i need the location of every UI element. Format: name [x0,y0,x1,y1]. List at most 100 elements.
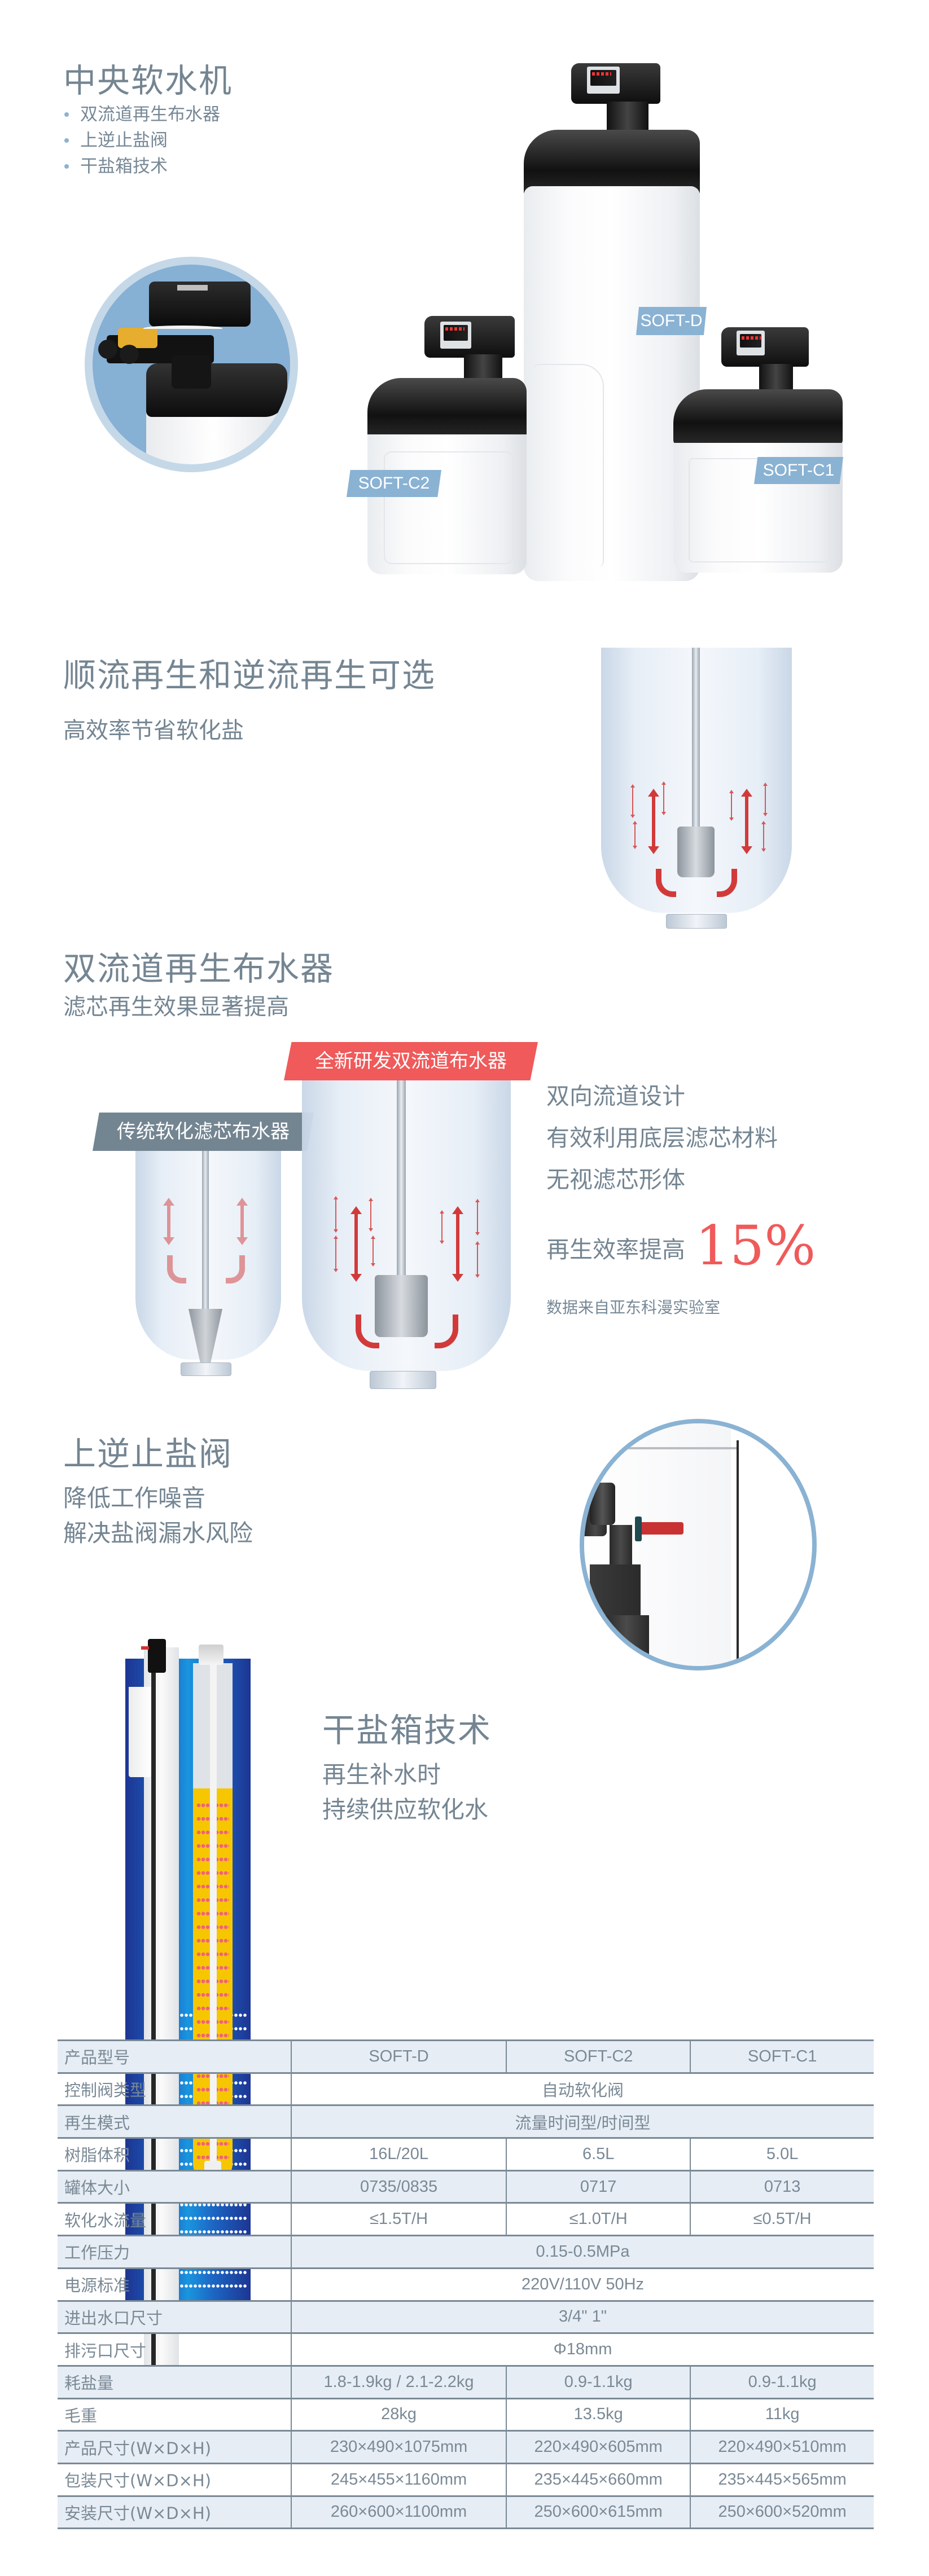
cell: 28kg [290,2397,507,2431]
row-label: 软化水流量 [58,2202,291,2236]
cell: 250×600×520mm [690,2495,874,2530]
feature-list: 双向流道设计 有效利用底层滤芯材料 无视滤芯形体 [546,1078,778,1198]
cell: ≤1.0T/H [506,2202,691,2236]
cell: 245×455×1160mm [290,2462,507,2496]
model-label-soft-c2: SOFT-C2 [347,470,441,497]
section-title: 顺流再生和逆流再生可选 [63,656,436,694]
cell: 0.15-0.5MPa [291,2235,874,2269]
flow-arrow-icon [350,1206,362,1282]
flow-arrow-icon [648,789,659,854]
check-valve-red-icon [638,1522,683,1535]
lcd-screen-icon [737,331,765,355]
bullet-dot-icon [64,138,69,143]
table-row: 包装尺寸(W×D×H) 245×455×1160mm 235×445×660mm… [58,2462,874,2496]
salt-valve-closeup [580,1419,817,1671]
cell: 0735/0835 [290,2169,507,2203]
valve-closeup-inset [85,257,298,472]
row-label: 包装尺寸(W×D×H) [58,2462,291,2496]
section-title: 双流道再生布水器 [63,949,335,988]
benefit-item: 再生补水时 [322,1761,441,1788]
curved-arrow-icon [435,1315,458,1348]
inlet-port-icon [98,340,117,359]
table-row: 罐体大小 0735/0835 0717 0713 [58,2169,874,2203]
feature-item: 有效利用底层滤芯材料 [546,1124,778,1151]
row-label: 排污口尺寸 [58,2332,291,2366]
cell: ≤0.5T/H [690,2202,874,2236]
bullet-item: 干盐箱技术 [63,153,220,179]
section-subtitle: 高效率节省软化盐 [63,718,244,744]
cell: SOFT-D [290,2039,507,2073]
cell: 自动软化阀 [291,2072,874,2105]
cell: 230×490×1075mm [290,2430,507,2464]
table-row: 进出水口尺寸 3/4" 1" [58,2300,874,2333]
cell: 0717 [506,2169,691,2203]
curved-arrow-icon [656,869,676,897]
control-valve-icon [721,327,809,367]
bullet-dot-icon [64,112,69,117]
cell: 5.0L [690,2137,874,2171]
cell: 235×445×660mm [506,2462,691,2496]
curved-arrow-icon [717,869,737,897]
table-row: 软化水流量 ≤1.5T/H ≤1.0T/H ≤0.5T/H [58,2202,874,2236]
cell: 13.5kg [506,2397,691,2431]
check-valve-icon [148,1639,166,1673]
source-note: 数据来自亚东科漫实验室 [546,1298,721,1317]
table-row: 控制阀类型 自动软化阀 [58,2072,874,2105]
row-label: 工作压力 [58,2235,291,2269]
efficiency-value: 15% [695,1214,816,1277]
bullet-dot-icon [64,164,69,169]
table-row: 毛重 28kg 13.5kg 11kg [58,2397,874,2431]
page-title: 中央软水机 [63,61,233,100]
table-row: 产品型号 SOFT-D SOFT-C2 SOFT-C1 [58,2039,874,2073]
curved-arrow-icon [356,1315,379,1348]
cell: 3/4" 1" [291,2300,874,2333]
row-label: 控制阀类型 [58,2072,291,2105]
tank-cap-closeup [146,363,287,417]
bullet-item: 双流道再生布水器 [63,102,220,128]
cell: 0.9-1.1kg [690,2364,874,2399]
table-row: 耗盐量 1.8-1.9kg / 2.1-2.2kg 0.9-1.1kg 0.9-… [58,2364,874,2399]
row-label: 罐体大小 [58,2169,291,2203]
efficiency-stat: 再生效率提高 15% [546,1219,816,1273]
efficiency-label: 再生效率提高 [546,1236,685,1263]
row-label: 产品型号 [58,2039,291,2073]
benefit-item: 降低工作噪音 [63,1484,206,1512]
table-row: 再生模式 流量时间型/时间型 [58,2104,874,2138]
benefit-item: 解决盐阀漏水风险 [63,1519,253,1547]
cell: 0.9-1.1kg [506,2364,691,2399]
row-label: 电源标准 [58,2267,291,2301]
table-row: 安装尺寸(W×D×H) 260×600×1100mm 250×600×615mm… [58,2495,874,2530]
cell: 250×600×615mm [506,2495,691,2530]
table-row: 工作压力 0.15-0.5MPa [58,2235,874,2269]
feature-item: 无视滤芯形体 [546,1166,685,1193]
model-label-soft-d: SOFT-D [636,307,707,335]
brine-well-rod-icon [210,1664,217,2161]
traditional-distributor-badge: 传统软化滤芯布水器 [93,1113,314,1151]
row-label: 产品尺寸(W×D×H) [58,2430,291,2464]
row-label: 毛重 [58,2397,291,2431]
section-title: 上逆止盐阀 [63,1435,233,1473]
row-label: 耗盐量 [58,2364,291,2399]
cell: 0713 [690,2169,874,2203]
cell: 220×490×605mm [506,2430,691,2464]
flow-arrow-icon [452,1206,463,1282]
cell: 1.8-1.9kg / 2.1-2.2kg [290,2364,507,2399]
benefit-list: 再生补水时 持续供应软化水 [322,1757,488,1827]
feature-bullets: 双流道再生布水器 上逆止盐阀 干盐箱技术 [63,102,220,179]
benefit-list: 降低工作噪音 解决盐阀漏水风险 [63,1481,253,1551]
cell: 260×600×1100mm [290,2495,507,2530]
cell: 220V/110V 50Hz [291,2267,874,2301]
lcd-screen-icon [587,67,620,94]
bypass-clip-icon [118,328,157,348]
lcd-screen-icon [440,322,471,349]
outlet-port-icon [120,345,139,364]
row-label: 进出水口尺寸 [58,2300,291,2333]
new-distributor-badge: 全新研发双流道布水器 [284,1042,538,1080]
row-label: 再生模式 [58,2104,291,2138]
cell: 流量时间型/时间型 [291,2104,874,2138]
cell: 235×445×565mm [690,2462,874,2496]
cell: 6.5L [506,2137,691,2171]
table-row: 排污口尺寸 Φ18mm [58,2332,874,2366]
cell: ≤1.5T/H [290,2202,507,2236]
bullet-item: 上逆止盐阀 [63,128,220,153]
